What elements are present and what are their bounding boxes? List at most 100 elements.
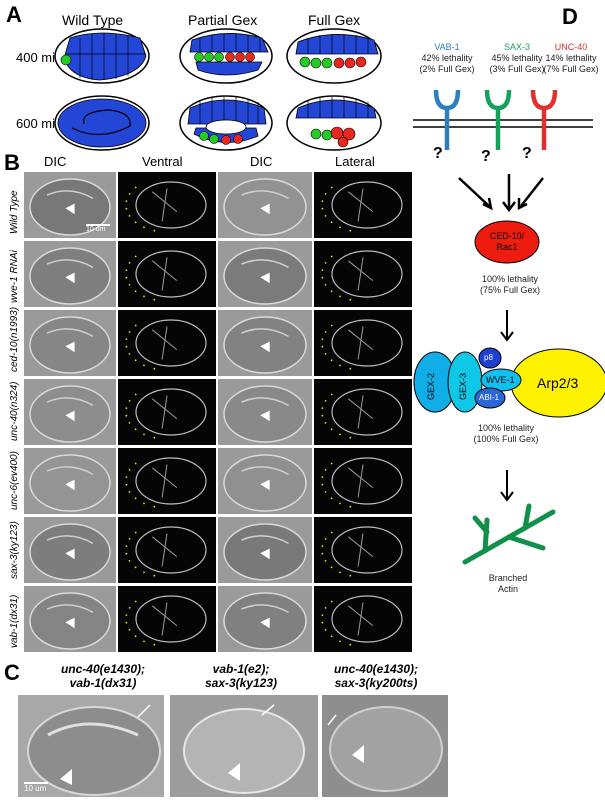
receptor-unc40-shape [530,89,558,150]
gex2-label: GEX-2 [426,372,436,400]
dic-micrograph [218,310,312,376]
embryo-partial-400 [179,28,273,84]
fluorescence-micrograph [118,310,216,376]
dic-micrograph [24,586,116,652]
receptor-sax3-name: SAX-3 [503,42,530,52]
panel-b-col-title-dic-2: DIC [250,154,273,169]
panel-b-scale-bar-label: 10 um [86,225,106,233]
panel-b-scale-bar: 10 um [86,224,110,233]
ced10-stats: 100% lethality (75% Full Gex) [470,274,550,296]
panel-a-row-600min: 600 min [16,116,63,131]
question-mark-sax3: ? [481,148,491,165]
dic-micrograph [218,172,312,238]
dic-micrograph [24,241,116,307]
branched-actin-icon [462,503,556,565]
panel-b-col-title-dic-1: DIC [44,154,67,169]
arrowhead-icon [228,763,240,781]
arrows-to-ced10 [458,174,544,213]
fluorescence-micrograph [314,172,412,238]
dic-micrograph [24,310,116,376]
pathway-diagram [413,89,605,565]
p8-label: p8 [484,353,493,362]
panel-d-letter: D [562,4,578,29]
panel-a-col-title-full-gex: Full Gex [308,12,361,28]
panel-c-scale-bar-label: 10 um [24,784,47,793]
panel-a-letter: A [6,2,22,27]
panel-c-scale-bar: 10 um [24,782,48,793]
arrow-complex-to-actin [500,470,514,502]
receptor-unc40-label: UNC-40 14% lethality (7% Full Gex) [536,42,605,75]
fluorescence-micrograph [314,241,412,307]
panel-b-row-label: unc-6(ev400) [9,451,20,510]
panel-c-letter: C [4,660,20,685]
panel-b-row-label: unc-40(n324) [9,381,20,441]
panel-c-caption-3-line2: sax-3(ky200ts) [334,676,418,690]
gex3-label: GEX-3 [458,372,468,400]
fluorescence-micrograph [314,310,412,376]
fluorescence-micrograph [118,379,216,445]
abi1-node [474,387,506,409]
dic-micrograph [24,379,116,445]
panel-b-col-title-lateral: Lateral [335,154,375,169]
arrowhead-icon [60,769,72,785]
embryo-partial-600 [179,95,273,151]
panel-c-image-3-art [327,706,443,792]
receptor-vab1-lethality: 42% lethality [421,53,473,63]
ced10-gex: (75% Full Gex) [479,285,541,295]
fluorescence-micrograph [314,586,412,652]
branched-actin-label: Branched Actin [478,573,538,595]
receptor-sax3-gex: (3% Full Gex) [489,64,545,74]
complex-lethality: 100% lethality [477,423,535,433]
fluorescence-micrograph [118,586,216,652]
dic-micrograph [24,448,116,514]
panel-c-image-3 [322,695,448,797]
arrow-icon [137,704,151,718]
panel-c-image-1-art [27,704,161,796]
panel-b-row-label: sax-3(ky123) [9,521,20,579]
panel-c-image-1: 10 um [18,695,164,797]
complex-stats: 100% lethality (100% Full Gex) [466,423,546,445]
dic-micrograph [218,517,312,583]
panel-c-caption-2: vab-1(e2); sax-3(ky123) [176,662,306,690]
dic-micrograph [218,586,312,652]
panel-b-row-label: wve-1 RNAi [9,250,20,303]
arrowhead-icon [352,745,364,763]
panel-a-row-400min: 400 min [16,50,63,65]
question-mark-vab1: ? [433,145,443,162]
fluorescence-micrograph [118,172,216,238]
ced10-lethality: 100% lethality [481,274,539,284]
receptor-sax3-shape [484,89,512,150]
fluorescence-micrograph [118,517,216,583]
branched-actin-line1: Branched [488,573,528,583]
panel-c-caption-1-line1: unc-40(e1430); [60,662,146,676]
panel-b-col-title-ventral: Ventral [142,154,183,169]
dic-micrograph [24,517,116,583]
receptor-unc40-lethality: 14% lethality [545,53,597,63]
fluorescence-micrograph [118,241,216,307]
receptor-vab1-name: VAB-1 [434,42,460,52]
arrow-icon [327,714,337,726]
dic-micrograph [218,379,312,445]
panel-b-row-label: vab-1(dx31) [9,594,20,648]
panel-c-caption-3: unc-40(e1430); sax-3(ky200ts) [306,662,446,690]
panel-b-row-label: Wild Type [9,190,20,234]
panel-c-caption-1-line2: vab-1(dx31) [69,676,137,690]
embryo-wt-400 [54,28,150,84]
fluorescence-micrograph [314,517,412,583]
fluorescence-micrograph [314,379,412,445]
panel-b-row-label: ced-10(n1993) [9,306,20,372]
arrow-icon [261,704,275,716]
receptor-vab1-shape [433,89,461,150]
question-mark-unc40: ? [522,145,532,162]
panel-a-col-title-wild-type: Wild Type [62,12,124,28]
panel-c-image-2 [170,695,318,797]
wve1-label: WVE-1 [486,375,515,385]
panel-c-caption-2-line1: vab-1(e2); [212,662,270,676]
panel-c-image-2-art [183,704,305,794]
fluorescence-micrograph [118,448,216,514]
p8-node [478,347,502,369]
receptor-unc40-name: UNC-40 [554,42,588,52]
arrow-ced10-to-complex [500,310,514,342]
dic-micrograph [218,241,312,307]
complex-gex: (100% Full Gex) [473,434,539,444]
